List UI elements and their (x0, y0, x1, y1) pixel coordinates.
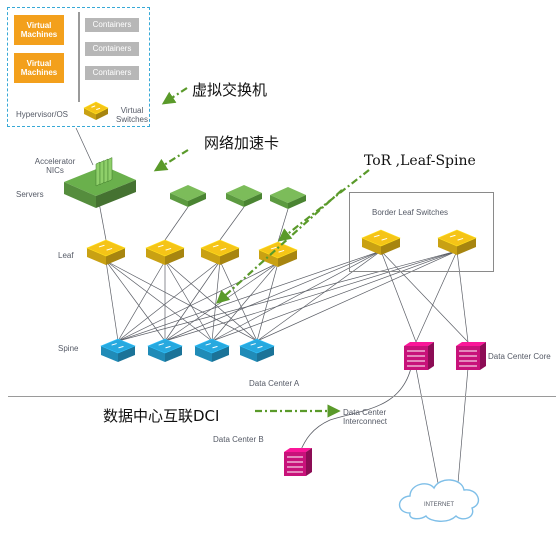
leaf-spine-link (164, 260, 221, 342)
border-core-link (380, 250, 469, 343)
annotation-tor-leaf-spine: ToR ,Leaf-Spine (364, 153, 476, 169)
server-icon (170, 185, 206, 207)
spine-switch-icon (100, 338, 136, 362)
internet-label: INTERNET (424, 502, 454, 508)
leaf-spine-link (211, 262, 279, 342)
dc-core-router-icon (404, 342, 434, 370)
server-leaf-link (164, 206, 189, 241)
arrow-to-spine (216, 189, 343, 304)
annotation-arrows (153, 87, 370, 418)
arrow-to-leaf (277, 169, 370, 242)
annotation-virtual-switch: 虚拟交换机 (192, 81, 268, 99)
dc-b-router-icon (284, 448, 312, 476)
border-spine-link (117, 250, 458, 342)
leaf-spine-link (117, 260, 221, 342)
hypervisor-server-link (75, 127, 94, 166)
leaf-switch-icon (258, 241, 298, 267)
border-spine-link (256, 250, 382, 342)
spine-label: Spine (58, 344, 79, 353)
leaf-spine-link (105, 260, 258, 342)
spine-switch-icon (239, 338, 275, 362)
border-core-link (380, 250, 417, 343)
leaf-switch-icon (86, 239, 126, 265)
border-spine-link (211, 250, 382, 342)
leaf-spine-link (117, 262, 279, 342)
dc-core-router-icon (456, 342, 486, 370)
hypervisor-frame (7, 7, 150, 127)
container-box: Containers (85, 66, 139, 80)
core-internet-link (415, 367, 439, 484)
leaf-spine-link (117, 260, 166, 342)
leaf-switch-icon (145, 239, 185, 265)
dc-a-label: Data Center A (249, 379, 300, 388)
annotation-dci: 数据中心互联DCI (103, 407, 220, 425)
leaf-spine-link (256, 262, 279, 342)
server-icon (270, 187, 306, 209)
dci-label: Data Center Interconnect (343, 408, 388, 427)
internet-cloud-icon (398, 479, 480, 522)
border-spine-link (211, 250, 458, 342)
spine-switch-icon (194, 338, 230, 362)
leaf-spine-link (164, 260, 258, 342)
border-leaf-label: Border Leaf Switches (372, 208, 449, 217)
spine-switch-icon (147, 338, 183, 362)
border-spine-link (164, 250, 458, 342)
dci-link (299, 367, 412, 453)
leaf-switch-icon (200, 239, 240, 265)
leaf-label: Leaf (58, 251, 74, 260)
hypervisor-divider (78, 12, 80, 102)
server-with-accelerator (64, 157, 136, 208)
border-leaf-frame (349, 192, 494, 272)
arrow-to-accelerator (153, 149, 189, 172)
accelerator-nics-label: Accelerator NICs (34, 157, 76, 176)
virtual-switches-label: Virtual Switches (115, 106, 148, 125)
border-core-link (456, 250, 469, 343)
arrow-to-virtual-switch (161, 87, 188, 105)
virtual-machine-box: Virtual Machines (14, 15, 64, 45)
border-core-link (415, 250, 458, 343)
leaf-spine-link (105, 260, 213, 342)
dc-b-label: Data Center B (213, 435, 264, 444)
leaf-spine-link (211, 260, 221, 342)
core-internet-link (457, 367, 469, 484)
virtual-machine-box: Virtual Machines (14, 53, 64, 83)
datacenter-divider (8, 396, 556, 397)
border-spine-link (256, 250, 458, 342)
border-spine-link (117, 250, 382, 342)
hypervisor-os-label: Hypervisor/OS (16, 110, 69, 119)
border-leaf-switch-icon (361, 229, 401, 255)
servers-label: Servers (16, 190, 44, 199)
border-spine-link (164, 250, 382, 342)
virtual-switch-icon (83, 101, 109, 120)
container-box: Containers (85, 42, 139, 56)
border-leaf-switch-icon (437, 229, 477, 255)
leaf-spine-link (105, 260, 166, 342)
leaf-spine-link (164, 260, 213, 342)
server-icon (226, 185, 262, 207)
device-icons (64, 101, 486, 522)
annotation-accel-card: 网络加速卡 (204, 134, 280, 152)
leaf-spine-link (219, 260, 258, 342)
dc-core-label: Data Center Core (488, 352, 551, 361)
leaf-spine-link (105, 260, 119, 342)
container-box: Containers (85, 18, 139, 32)
server-leaf-link (219, 206, 245, 241)
